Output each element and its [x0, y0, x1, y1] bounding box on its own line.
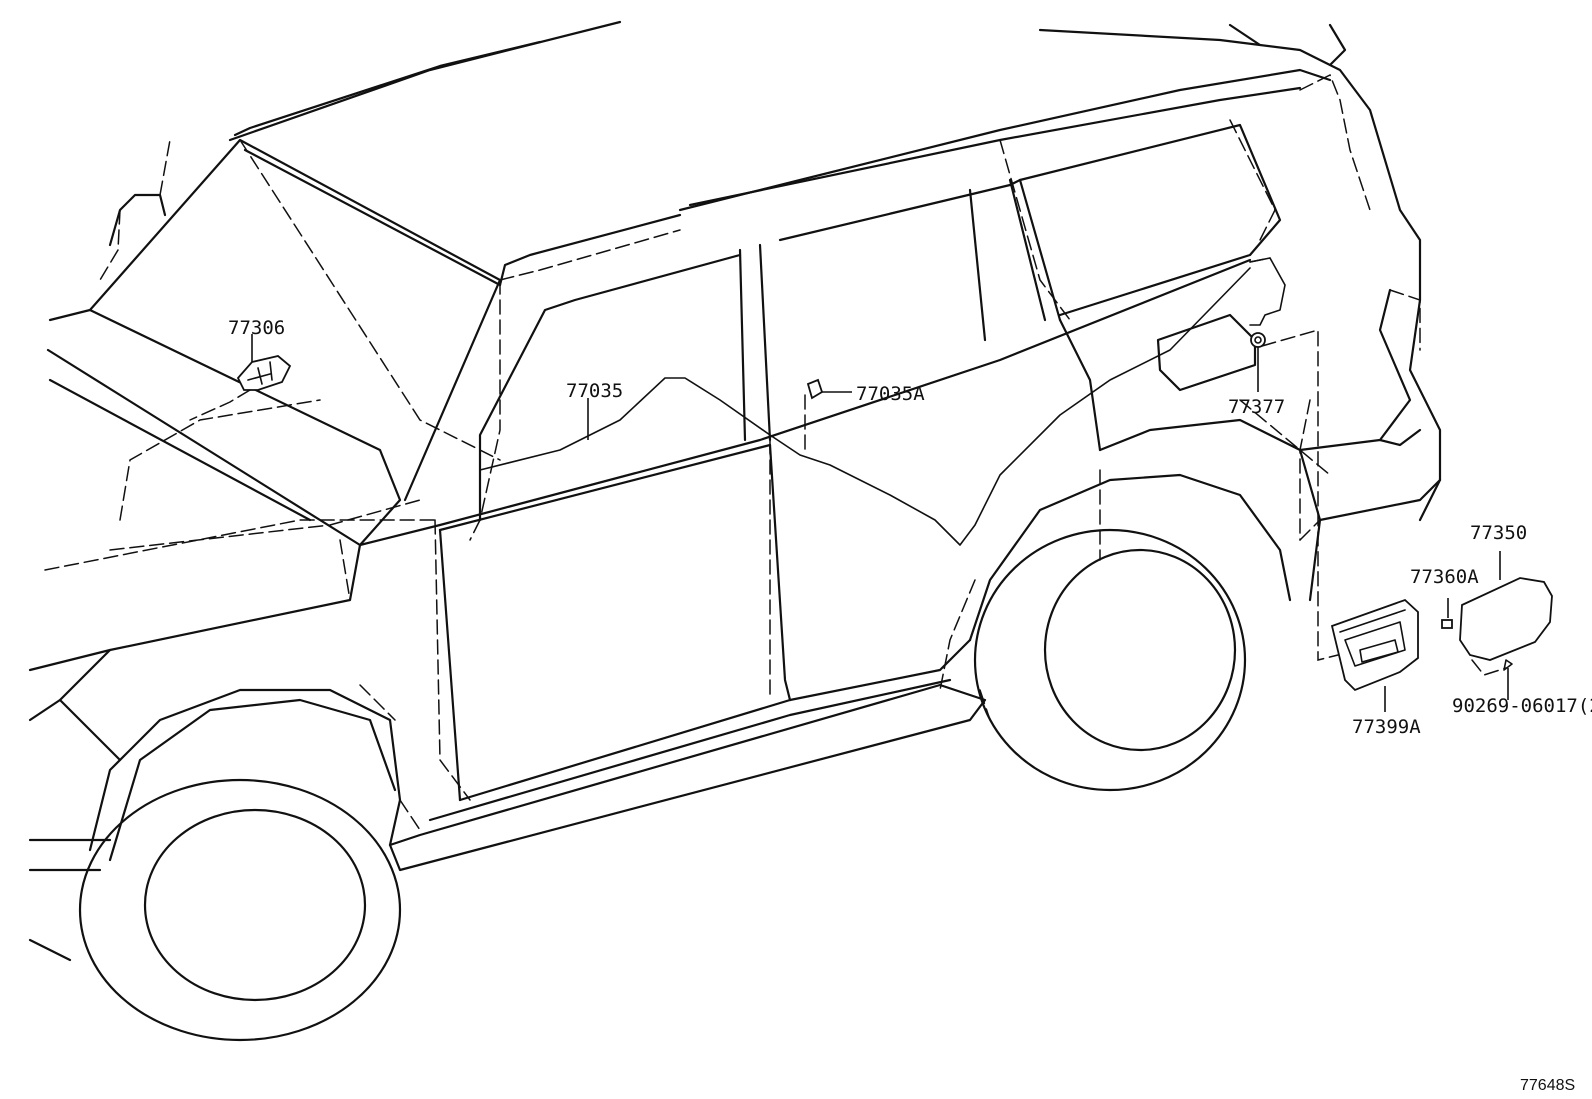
- part-77350-fuel-lid: [1459, 551, 1553, 661]
- label-77306: 77306: [228, 317, 285, 339]
- part-labels: 77306 77035 77035A 77377 77350 77360A 77…: [228, 317, 1592, 1094]
- part-77035-tube: [479, 267, 1251, 546]
- part-77399A-housing: [1330, 598, 1419, 712]
- label-77035: 77035: [566, 380, 623, 402]
- part-77035A-clip: [806, 378, 852, 400]
- figure-code: 77648S: [1520, 1077, 1575, 1094]
- label-77350: 77350: [1470, 522, 1527, 544]
- part-90269-pin: [1471, 659, 1513, 700]
- label-77399A: 77399A: [1352, 716, 1421, 738]
- hidden-lines: [44, 73, 1421, 831]
- part-77306-latch: [189, 334, 292, 421]
- part-77377-grommet: [1250, 329, 1339, 661]
- part-77360A-spring: [1441, 598, 1453, 629]
- label-77035A: 77035A: [856, 383, 925, 405]
- label-77360A: 77360A: [1410, 566, 1479, 588]
- vehicle-outline: [28, 20, 1442, 1042]
- label-90269-06017: 90269-06017(2): [1452, 695, 1592, 717]
- label-77377: 77377: [1228, 396, 1285, 418]
